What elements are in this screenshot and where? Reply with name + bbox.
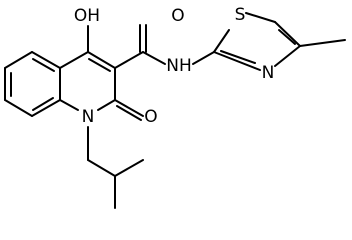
atom-labels: OH O NH S N N O	[74, 5, 274, 127]
amide-nh-label: NH	[166, 56, 192, 76]
thiazole-sulfur-label: S	[235, 5, 246, 25]
lactam-oxygen-label: O	[144, 107, 157, 127]
hydroxyl-label: OH	[74, 6, 100, 26]
ring-nitrogen-label: N	[82, 107, 95, 127]
amide-oxygen-label: O	[171, 6, 184, 26]
thiazole-nitrogen-label: N	[262, 63, 275, 83]
bond-lines	[4, 12, 346, 209]
